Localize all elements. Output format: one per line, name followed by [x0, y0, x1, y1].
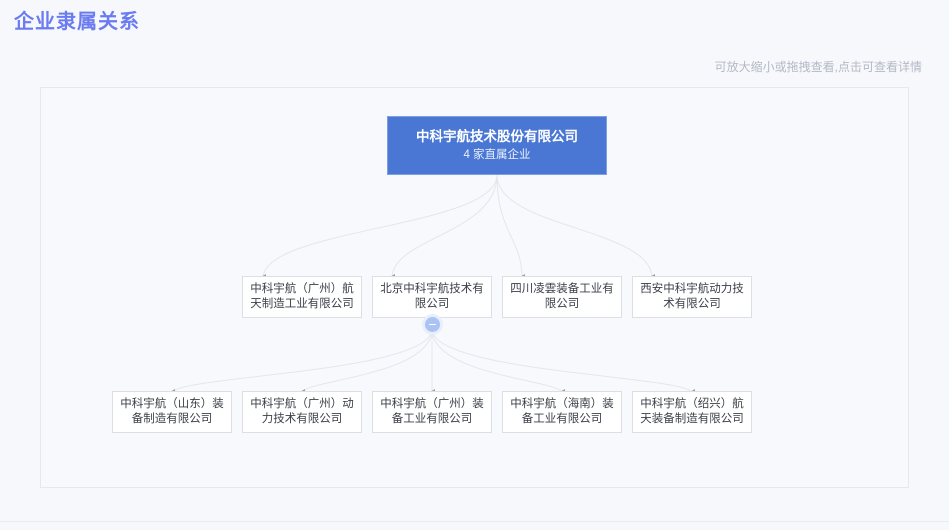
org-node-level1-3-name: 四川凌雲装备工业有限公司 [510, 283, 614, 310]
org-node-level2-2[interactable]: 中科宇航（广州）动力技术有限公司 [242, 391, 362, 433]
org-node-level1-2[interactable]: 北京中科宇航技术有限公司 [372, 276, 492, 318]
org-node-root[interactable]: 中科宇航技术股份有限公司 4 家直属企业 [387, 116, 607, 175]
org-chart-canvas[interactable]: 中科宇航技术股份有限公司 4 家直属企业 中科宇航（广州）航天制造工业有限公司 … [40, 87, 909, 488]
org-node-root-name: 中科宇航技术股份有限公司 [416, 129, 578, 144]
org-node-level1-2-name: 北京中科宇航技术有限公司 [380, 283, 484, 310]
org-node-level1-4-name: 西安中科宇航动力技术有限公司 [640, 283, 744, 310]
org-node-level2-4[interactable]: 中科宇航（海南）装备工业有限公司 [502, 391, 622, 433]
page-title: 企业隶属关系 [14, 11, 140, 33]
org-node-level2-4-name: 中科宇航（海南）装备工业有限公司 [510, 398, 614, 425]
org-node-level2-2-name: 中科宇航（广州）动力技术有限公司 [250, 398, 354, 425]
org-node-level1-4[interactable]: 西安中科宇航动力技术有限公司 [632, 276, 752, 318]
org-node-level2-1[interactable]: 中科宇航（山东）装备制造有限公司 [112, 391, 232, 433]
bottom-divider [0, 521, 949, 522]
org-node-level1-1-name: 中科宇航（广州）航天制造工业有限公司 [250, 283, 354, 310]
org-node-root-subtitle: 4 家直属企业 [463, 149, 531, 161]
minus-icon [429, 323, 436, 326]
collapse-toggle-button[interactable] [422, 314, 443, 335]
graph-hint-text: 可放大缩小或拖拽查看,点击可查看详情 [714, 60, 922, 74]
org-node-level1-1[interactable]: 中科宇航（广州）航天制造工业有限公司 [242, 276, 362, 318]
org-node-level2-3-name: 中科宇航（广州）装备工业有限公司 [380, 398, 484, 425]
org-node-level2-5-name: 中科宇航（绍兴）航天装备制造有限公司 [640, 398, 744, 425]
org-node-level2-5[interactable]: 中科宇航（绍兴）航天装备制造有限公司 [632, 391, 752, 433]
org-node-level1-3[interactable]: 四川凌雲装备工业有限公司 [502, 276, 622, 318]
org-node-level2-1-name: 中科宇航（山东）装备制造有限公司 [120, 398, 224, 425]
org-node-level2-3[interactable]: 中科宇航（广州）装备工业有限公司 [372, 391, 492, 433]
